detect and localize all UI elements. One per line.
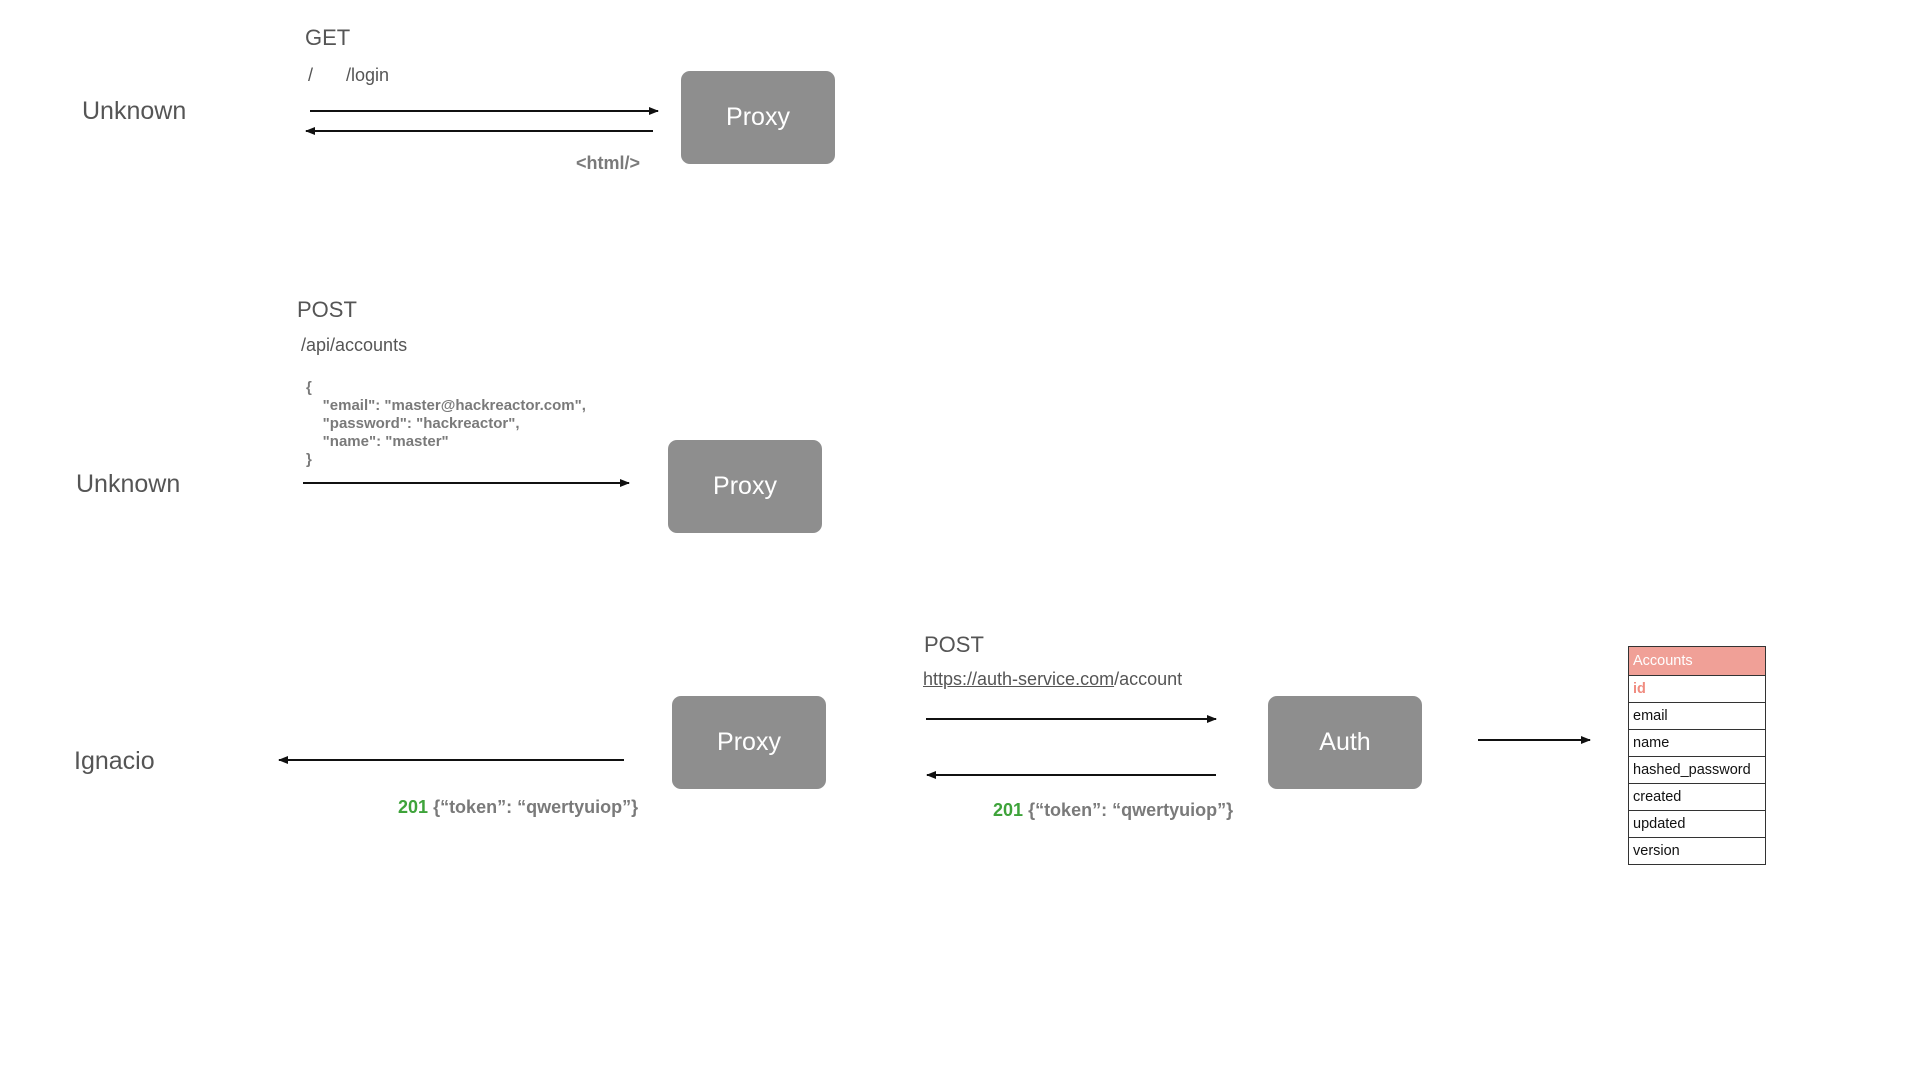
proxy-box: Proxy bbox=[681, 71, 835, 164]
route-root: / bbox=[308, 65, 314, 85]
request-body-line: "password": "hackreactor", bbox=[306, 415, 520, 432]
request-body-line: { bbox=[306, 379, 312, 396]
http-method: GET bbox=[305, 25, 351, 50]
http-method: POST bbox=[297, 297, 357, 322]
table-field: hashed_password bbox=[1629, 756, 1765, 783]
request-body-line: "email": "master@hackreactor.com", bbox=[306, 397, 586, 414]
request-body-line: } bbox=[306, 451, 312, 468]
table-title: Accounts bbox=[1629, 647, 1765, 675]
actor-label: Unknown bbox=[82, 97, 187, 125]
actor-label: Ignacio bbox=[74, 747, 155, 775]
client-response: 201 {“token”: “qwertyuiop”} bbox=[398, 797, 638, 818]
auth-url: https://auth-service.com/account bbox=[923, 669, 1182, 690]
response-body: {“token”: “qwertyuiop”} bbox=[1028, 800, 1234, 820]
http-method: POST bbox=[924, 632, 984, 657]
proxy-box: Proxy bbox=[672, 696, 826, 789]
table-field: email bbox=[1629, 702, 1765, 729]
auth-box: Auth bbox=[1268, 696, 1422, 789]
status-code: 201 bbox=[398, 797, 429, 817]
auth-url-path: /account bbox=[1114, 669, 1183, 689]
accounts-table: Accounts id email name hashed_password c… bbox=[1628, 646, 1766, 865]
table-field-primary-key: id bbox=[1629, 675, 1765, 702]
auth-service-link[interactable]: https://auth-service.com bbox=[923, 669, 1115, 689]
route-login: /login bbox=[346, 65, 390, 85]
status-code: 201 bbox=[993, 800, 1024, 820]
auth-response: 201 {“token”: “qwertyuiop”} bbox=[993, 800, 1233, 821]
request-body: { "email": "master@hackreactor.com", "pa… bbox=[306, 379, 586, 469]
table-field: created bbox=[1629, 783, 1765, 810]
route-path: /api/accounts bbox=[301, 335, 408, 355]
response-html: <html/> bbox=[576, 153, 641, 173]
actor-label: Unknown bbox=[76, 470, 181, 498]
table-field: name bbox=[1629, 729, 1765, 756]
table-field: updated bbox=[1629, 810, 1765, 837]
response-body: {“token”: “qwertyuiop”} bbox=[433, 797, 639, 817]
table-field: version bbox=[1629, 837, 1765, 864]
proxy-box: Proxy bbox=[668, 440, 822, 533]
request-body-line: "name": "master" bbox=[306, 433, 449, 450]
